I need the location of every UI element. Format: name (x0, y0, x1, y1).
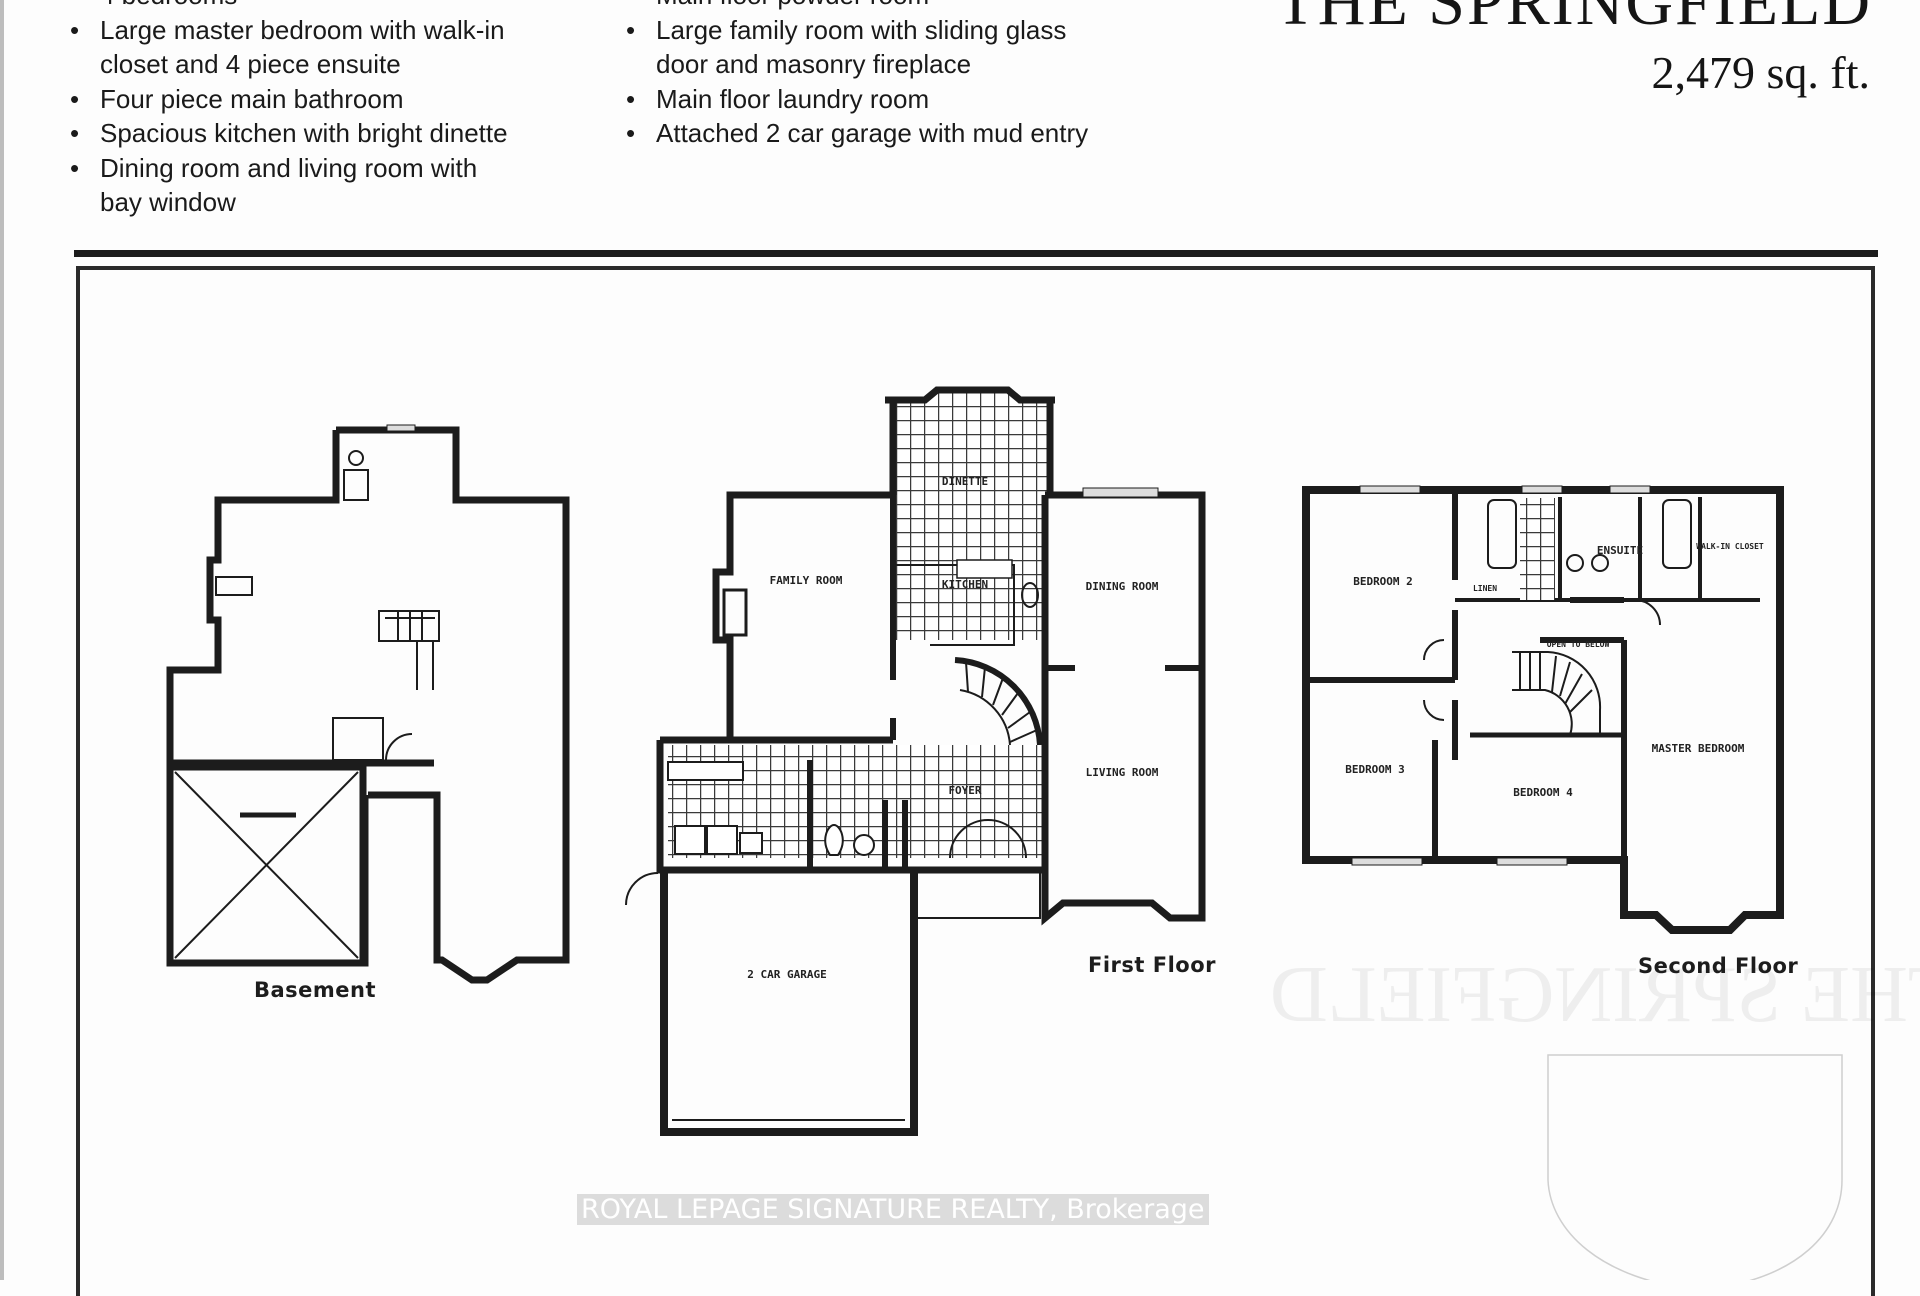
feature-item: Main floor laundry room (626, 82, 1186, 117)
feature-item: Main floor powder room (626, 0, 1186, 13)
second-floor-plan (1302, 485, 1784, 934)
feature-item: Spacious kitchen with bright dinette (70, 116, 590, 151)
room-label-bedroom-2: BEDROOM 2 (1353, 575, 1413, 588)
feature-item: 4 bedrooms (70, 0, 590, 13)
feature-item: Dining room and living room with bay win… (70, 151, 590, 220)
feature-item: Large family room with sliding glass doo… (626, 13, 1186, 82)
floorplan-frame (76, 266, 1875, 1296)
room-label-dining-room: DINING ROOM (1085, 580, 1159, 593)
room-label-family-room: FAMILY ROOM (769, 574, 843, 587)
room-label-open-to-below: OPEN TO BELOW (1546, 640, 1610, 649)
divider-rule (74, 250, 1878, 257)
second-floor-label: Second Floor (1638, 954, 1799, 978)
room-label-bedroom-4: BEDROOM 4 (1513, 786, 1573, 799)
room-label-living-room: LIVING ROOM (1085, 766, 1159, 779)
brokerage-watermark: ROYAL LEPAGE SIGNATURE REALTY, Brokerage (577, 1194, 1209, 1225)
room-label-kitchen: KITCHEN (941, 578, 989, 591)
feature-item: Large master bedroom with walk-in closet… (70, 13, 590, 82)
feature-list-right: Main floor powder room Large family room… (626, 0, 1186, 151)
faint-crest-bleedthrough (1547, 1054, 1843, 1280)
model-title: THE SPRINGFIELD (1275, 0, 1872, 39)
first-floor-plan (625, 386, 1206, 1136)
basement-plan (166, 424, 570, 984)
feature-list-left: 4 bedrooms Large master bedroom with wal… (70, 0, 590, 220)
page-edge (0, 0, 4, 1280)
room-label-master-bedroom: MASTER BEDROOM (1651, 742, 1745, 755)
room-label-garage: 2 CAR GARAGE (747, 968, 827, 981)
room-label-linen: LINEN (1472, 584, 1498, 593)
room-label-dinette: DINETTE (941, 475, 989, 488)
square-footage: 2,479 sq. ft. (1651, 47, 1871, 98)
basement-label: Basement (254, 978, 377, 1002)
feature-item: Four piece main bathroom (70, 82, 590, 117)
room-label-bedroom-3: BEDROOM 3 (1345, 763, 1405, 776)
room-label-walk-in-closet: WALK-IN CLOSET (1696, 542, 1764, 551)
first-floor-label: First Floor (1088, 953, 1217, 977)
room-label-ensuite: ENSUITE (1596, 544, 1644, 557)
feature-item: Attached 2 car garage with mud entry (626, 116, 1186, 151)
room-label-foyer: FOYER (948, 784, 982, 797)
